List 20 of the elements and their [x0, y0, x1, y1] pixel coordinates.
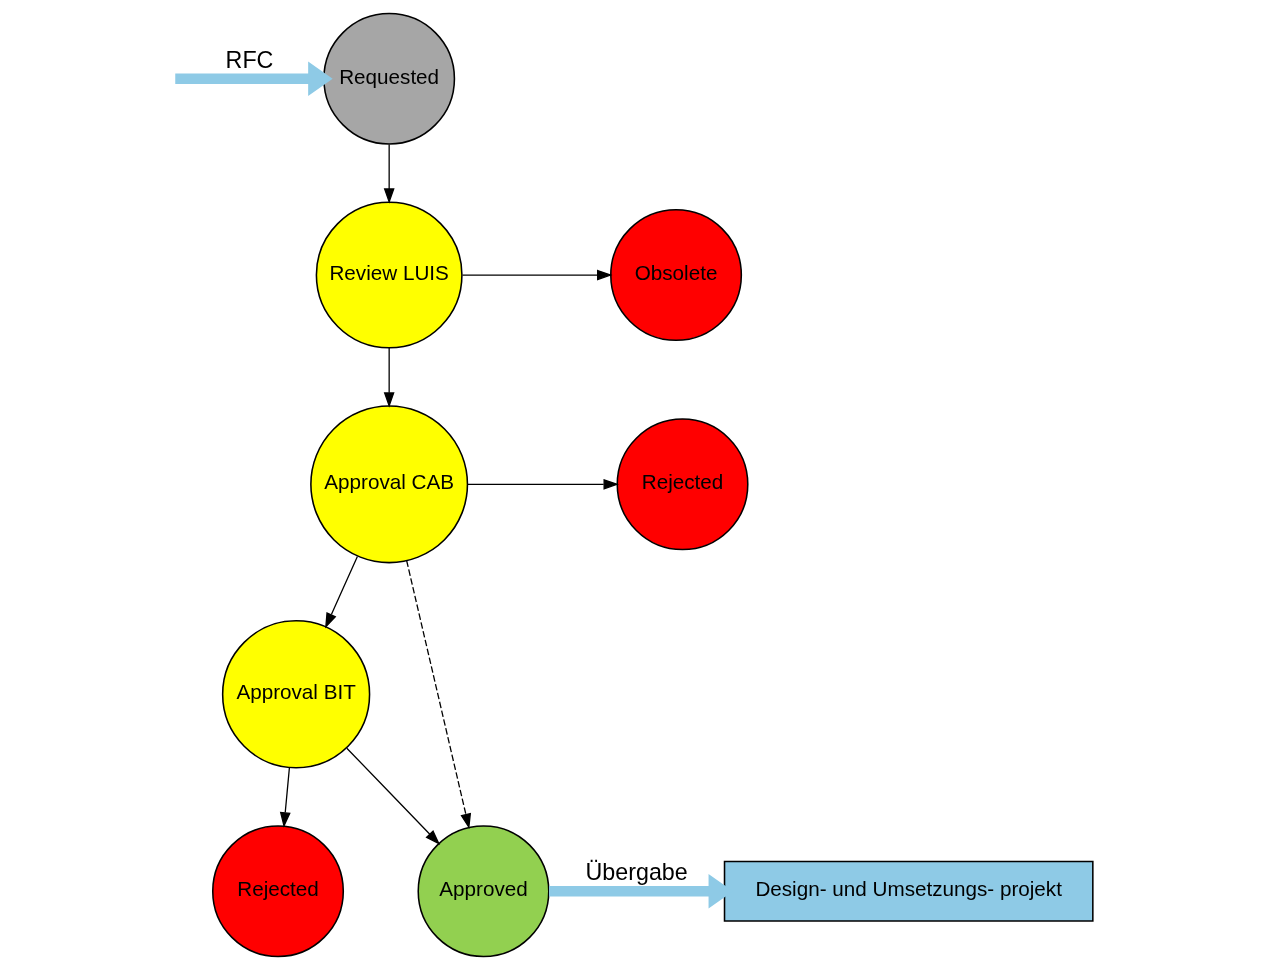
- node-circle: Approved: [417, 825, 550, 958]
- arrow: [346, 747, 441, 845]
- node-circle: Rejected: [212, 825, 345, 958]
- arrow: [406, 560, 472, 830]
- arrow: [175, 61, 333, 96]
- arrow: [279, 767, 291, 828]
- edge-label: Übergabe: [585, 859, 688, 886]
- node-circle: Approval BIT: [221, 620, 371, 769]
- node-circle: Obsolete: [610, 209, 743, 342]
- node-circle: Requested: [323, 12, 456, 145]
- arrow: [325, 555, 359, 629]
- arrow: [383, 143, 395, 204]
- arrow: [383, 347, 395, 408]
- edge-label: RFC: [225, 46, 274, 73]
- node-circle: Rejected: [616, 418, 749, 551]
- node-circle: Approval CAB: [310, 405, 469, 564]
- node-circle: Review LUIS: [315, 201, 463, 349]
- node-box: Design- und Umsetzungs- projekt: [723, 860, 1094, 922]
- arrow: [467, 478, 619, 490]
- arrow: [461, 269, 613, 281]
